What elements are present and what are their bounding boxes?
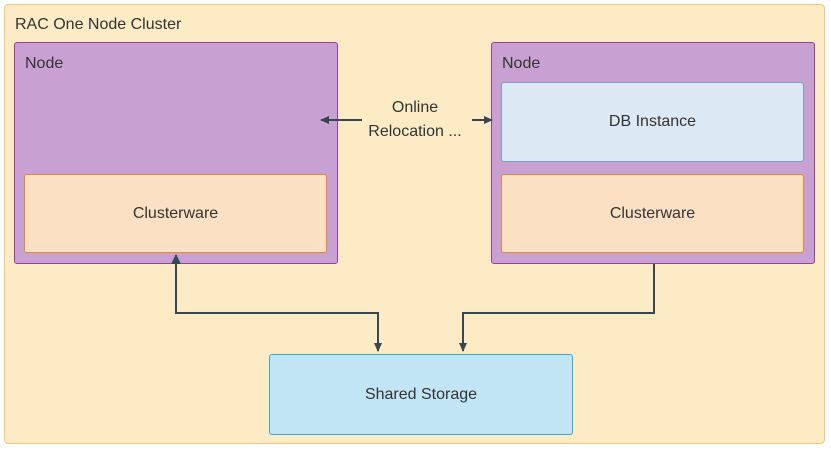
shared-storage: Shared Storage [269,354,573,435]
cluster-title: RAC One Node Cluster [15,16,182,33]
db-instance: DB Instance [501,82,804,162]
clusterware-right-label: Clusterware [609,204,696,222]
db-instance-label: DB Instance [608,113,697,130]
relocation-line-1: Online [391,99,439,116]
clusterware-left: Clusterware [24,174,327,253]
clusterware-left-label: Clusterware [132,204,219,222]
online-relocation-label: Online Relocation ... [355,96,475,144]
relocation-line-2: Relocation ... [368,123,462,140]
node-right-title: Node [502,55,541,72]
node-left-title: Node [25,55,64,72]
shared-storage-label: Shared Storage [364,385,478,403]
clusterware-right: Clusterware [501,174,804,253]
